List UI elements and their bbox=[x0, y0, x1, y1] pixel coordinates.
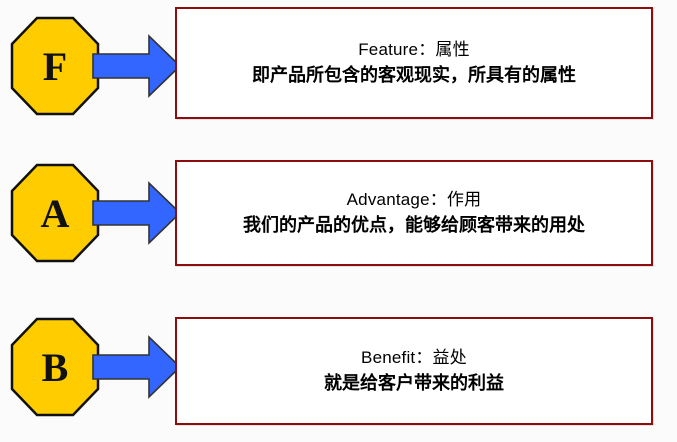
diagram-row-advantage: A Advantage：作用 我们的产品的优点，能够给顾客带来的用处 bbox=[0, 152, 677, 302]
octagon-badge-advantage[interactable]: A bbox=[10, 163, 100, 263]
right-arrow-icon bbox=[92, 335, 182, 399]
text-panel-advantage: Advantage：作用 我们的产品的优点，能够给顾客带来的用处 bbox=[175, 160, 653, 266]
right-arrow-icon bbox=[92, 181, 182, 245]
panel-title: Benefit：益处 bbox=[361, 347, 467, 367]
octagon-shape bbox=[10, 16, 100, 116]
panel-description: 我们的产品的优点，能够给顾客带来的用处 bbox=[243, 214, 585, 235]
badge-letter-text: F bbox=[43, 44, 67, 89]
diagram-row-benefit: B Benefit：益处 就是给客户带来的利益 bbox=[0, 308, 677, 442]
text-panel-feature: Feature：属性 即产品所包含的客观现实，所具有的属性 bbox=[175, 7, 653, 119]
arrow-icon-advantage bbox=[92, 181, 182, 245]
badge-letter-text: B bbox=[42, 345, 69, 390]
octagon-shape bbox=[10, 317, 100, 417]
diagram-row-feature: F Feature：属性 即产品所包含的客观现实，所具有的属性 bbox=[0, 0, 677, 150]
octagon-badge-feature[interactable]: F bbox=[10, 16, 100, 116]
panel-title: Advantage：作用 bbox=[346, 189, 482, 209]
panel-description: 即产品所包含的客观现实，所具有的属性 bbox=[252, 64, 576, 85]
badge-letter-text: A bbox=[41, 191, 70, 236]
octagon-shape bbox=[10, 163, 100, 263]
arrow-icon-feature bbox=[92, 34, 182, 98]
right-arrow-icon bbox=[92, 34, 182, 98]
octagon-badge-benefit[interactable]: B bbox=[10, 317, 100, 417]
panel-title: Feature：属性 bbox=[358, 39, 470, 59]
panel-description: 就是给客户带来的利益 bbox=[324, 372, 504, 393]
text-panel-benefit: Benefit：益处 就是给客户带来的利益 bbox=[175, 317, 653, 425]
arrow-icon-benefit bbox=[92, 335, 182, 399]
